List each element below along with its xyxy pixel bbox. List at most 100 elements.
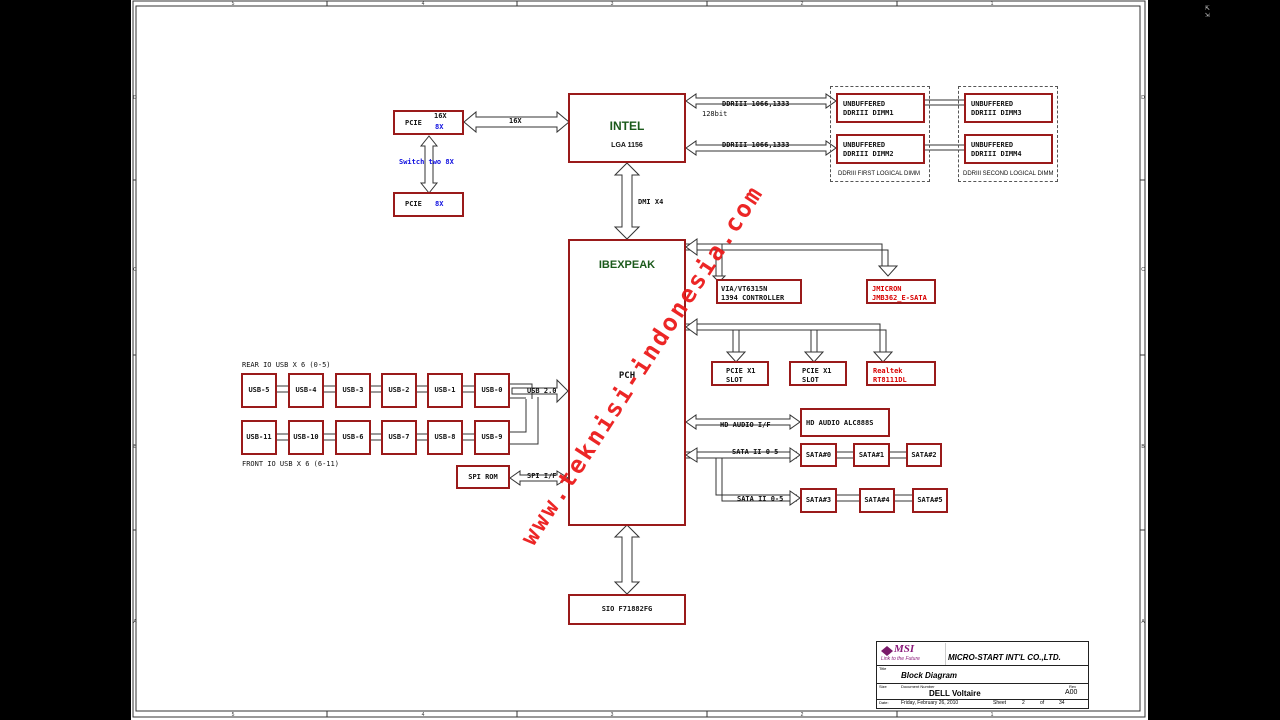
usb-port-5: USB-5 [241,373,277,408]
msi-logo-icon [881,646,893,656]
jmicron-line2: JMB362_E-SATA [872,294,927,302]
of-field-label: of [1040,700,1045,706]
rev-field-label: Rev [1069,684,1077,689]
dimm3-line1: UNBUFFERED [971,100,1014,108]
pcie-16x-block: PCIE 16X 8X [393,110,464,135]
dimm-group-first [830,86,930,182]
via-line2: 1394 CONTROLLER [721,294,785,302]
usb-port-3: USB-3 [335,373,371,408]
title-field-label: Title [879,666,887,671]
sata-port-4: SATA#4 [859,488,895,513]
sata-port-0: SATA#0 [800,443,837,467]
spi-if-label: SPI I/F [527,472,557,480]
usb-port-11: USB-11 [241,420,277,455]
frame-bcol-1: 1 [991,712,994,718]
frame-rrow-B: B [1141,444,1145,450]
pcie-bottom-label: PCIE [405,200,422,208]
pcie-8x-bottom-label: 8X [435,200,444,208]
ddr-top-label: DDRIII 1066,1333 [722,100,790,108]
realtek-line2: RT8111DL [873,376,907,384]
frame-col-2: 2 [801,1,804,7]
usb2-label: USB 2.0 [527,387,557,395]
sio-block: SIO F71882FG [568,594,686,625]
link-sio [613,524,641,595]
frame-row-D: D [133,95,137,101]
pcie-x1-b-line1: PCIE X1 [802,367,832,375]
link-16x-label: 16X [509,117,522,125]
pcie-x1-a-line1: PCIE X1 [726,367,756,375]
intel-cpu-block: INTEL LGA 1156 [568,93,686,163]
jmicron-line1: JMICRON [872,285,902,293]
frame-col-1: 1 [991,1,994,7]
frame-bcol-3: 3 [611,712,614,718]
usb-port-8: USB-8 [427,420,463,455]
bit128-label: 128bit [702,110,728,118]
sata-port-1: SATA#1 [853,443,890,467]
total-field-value: 34 [1059,700,1065,706]
docnum-field-label: Document Number [901,684,935,689]
frame-col-4: 4 [422,1,425,7]
sheet-field-value: 2 [1022,700,1025,706]
dimm-group-second [958,86,1058,182]
frame-rrow-C: C [1141,267,1145,273]
pcie-8x-top-label: 8X [435,123,444,131]
titleblock-rule-2 [877,683,1088,684]
dimm1-block: UNBUFFERED DDRIII DIMM1 [836,93,925,123]
sata-port-3: SATA#3 [800,488,837,513]
spi-rom-block: SPI ROM [456,465,510,489]
dimm1-line1: UNBUFFERED [843,100,886,108]
pcie-16x-small-label: 16X [434,112,447,120]
expand-icon[interactable]: ⇱⇲ [1205,3,1210,19]
rear-usb-label: REAR IO USB X 6 (0-5) [242,361,331,369]
pcie-top-label: PCIE [405,119,422,127]
pcie-8x-block: PCIE 8X [393,192,464,217]
titleblock-rule-3 [877,699,1088,700]
frame-bcol-4: 4 [422,712,425,718]
frame-col-3: 3 [611,1,614,7]
sata-port-2: SATA#2 [906,443,942,467]
frame-rrow-D: D [1141,95,1145,101]
sata-port-5: SATA#5 [912,488,948,513]
via-1394-block: VIA/VT6315N 1394 CONTROLLER [716,279,802,304]
dimm-group-second-label: DDRIII SECOND LOGICAL DIMM [963,171,1054,177]
dmi-label: DMI X4 [638,198,664,206]
pch-block: IBEXPEAK PCH [568,239,686,526]
frame-bcol-5: 5 [232,712,235,718]
usb-port-4: USB-4 [288,373,324,408]
title-field-value: Block Diagram [901,671,958,680]
title-block: MSI Link to the Future MICRO-START INT'L… [876,641,1089,709]
sata-bottom-label: SATA II 0-5 [737,495,784,503]
doc-field-value: DELL Voltaire [929,689,981,698]
hd-audio-if-label: HD AUDIO I/F [720,421,771,429]
pch-label: PCH [618,371,636,381]
pcie-x1-slot-b: PCIE X1 SLOT [789,361,847,386]
dimm4-line1: UNBUFFERED [971,141,1014,149]
usb-port-7: USB-7 [381,420,417,455]
sheet-frame: 5 4 3 2 1 5 4 3 2 1 D C B A D C B A [132,0,1146,718]
ddr-bottom-label: DDRIII 1066,1333 [722,141,790,149]
rev-field-value: A00 [1065,689,1078,696]
dimm2-line1: UNBUFFERED [843,141,886,149]
usb-port-2: USB-2 [381,373,417,408]
dimm-group-first-label: DDRIII FIRST LOGICAL DIMM [838,171,921,177]
usb-port-6: USB-6 [335,420,371,455]
msi-logo-text: MSI [894,643,915,655]
link-usb2 [511,378,569,404]
pcie-x1-a-line2: SLOT [726,376,743,384]
msi-slogan: Link to the Future [881,656,920,662]
usb-port-0: USB-0 [474,373,510,408]
titleblock-rule-1 [877,665,1088,666]
usb-port-10: USB-10 [288,420,324,455]
size-field-label: Size [879,684,887,689]
dimm2-block: UNBUFFERED DDRIII DIMM2 [836,134,925,164]
dimm4-line2: DDRIII DIMM4 [971,150,1022,158]
hd-audio-codec-block: HD AUDIO ALC888S [800,408,890,437]
msi-logo: MSI Link to the Future [879,643,946,665]
hd-audio-codec-label: HD AUDIO ALC888S [806,419,874,427]
switch-label: Switch two 8X [399,158,454,166]
sata-top-label: SATA II 0-5 [732,448,779,456]
frame-rrow-A: A [1141,619,1145,625]
link-dmi [613,162,641,240]
date-field-label: Date: [879,700,889,705]
